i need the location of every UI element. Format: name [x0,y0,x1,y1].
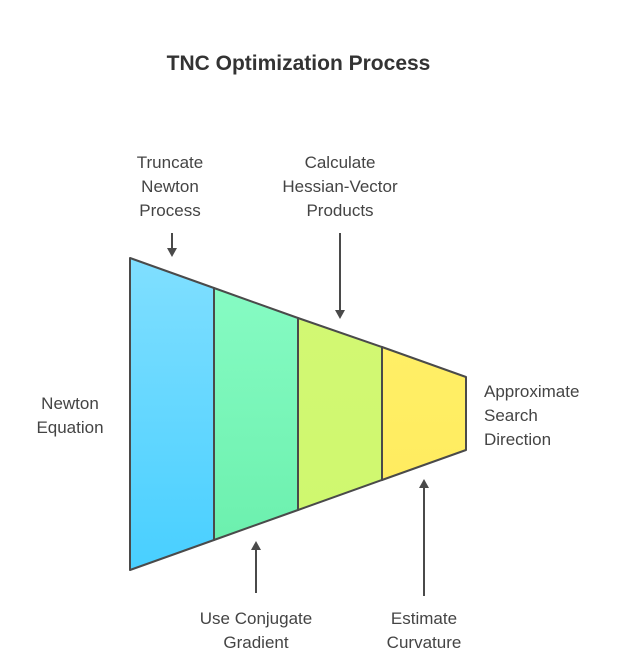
stage-label-truncate: Truncate Newton Process [136,153,204,220]
funnel-segment-4 [381,346,467,481]
arrow-up-icon [419,479,429,596]
diagram-title: TNC Optimization Process [166,52,431,75]
stage-label-curvature: Estimate Curvature [386,609,462,652]
funnel-segment-1 [129,257,215,571]
funnel-segment-2 [213,287,299,541]
arrow-down-icon [335,233,345,319]
arrow-down-icon [167,233,177,257]
stage-label-hessian: Calculate Hessian-Vector Products [282,153,398,220]
input-label: Newton Equation [36,394,104,437]
output-label: Approximate Search Direction [484,382,580,449]
stage-label-conjugate: Use Conjugate Gradient [199,609,313,652]
funnel-segment-3 [297,317,383,511]
arrow-up-icon [251,541,261,593]
